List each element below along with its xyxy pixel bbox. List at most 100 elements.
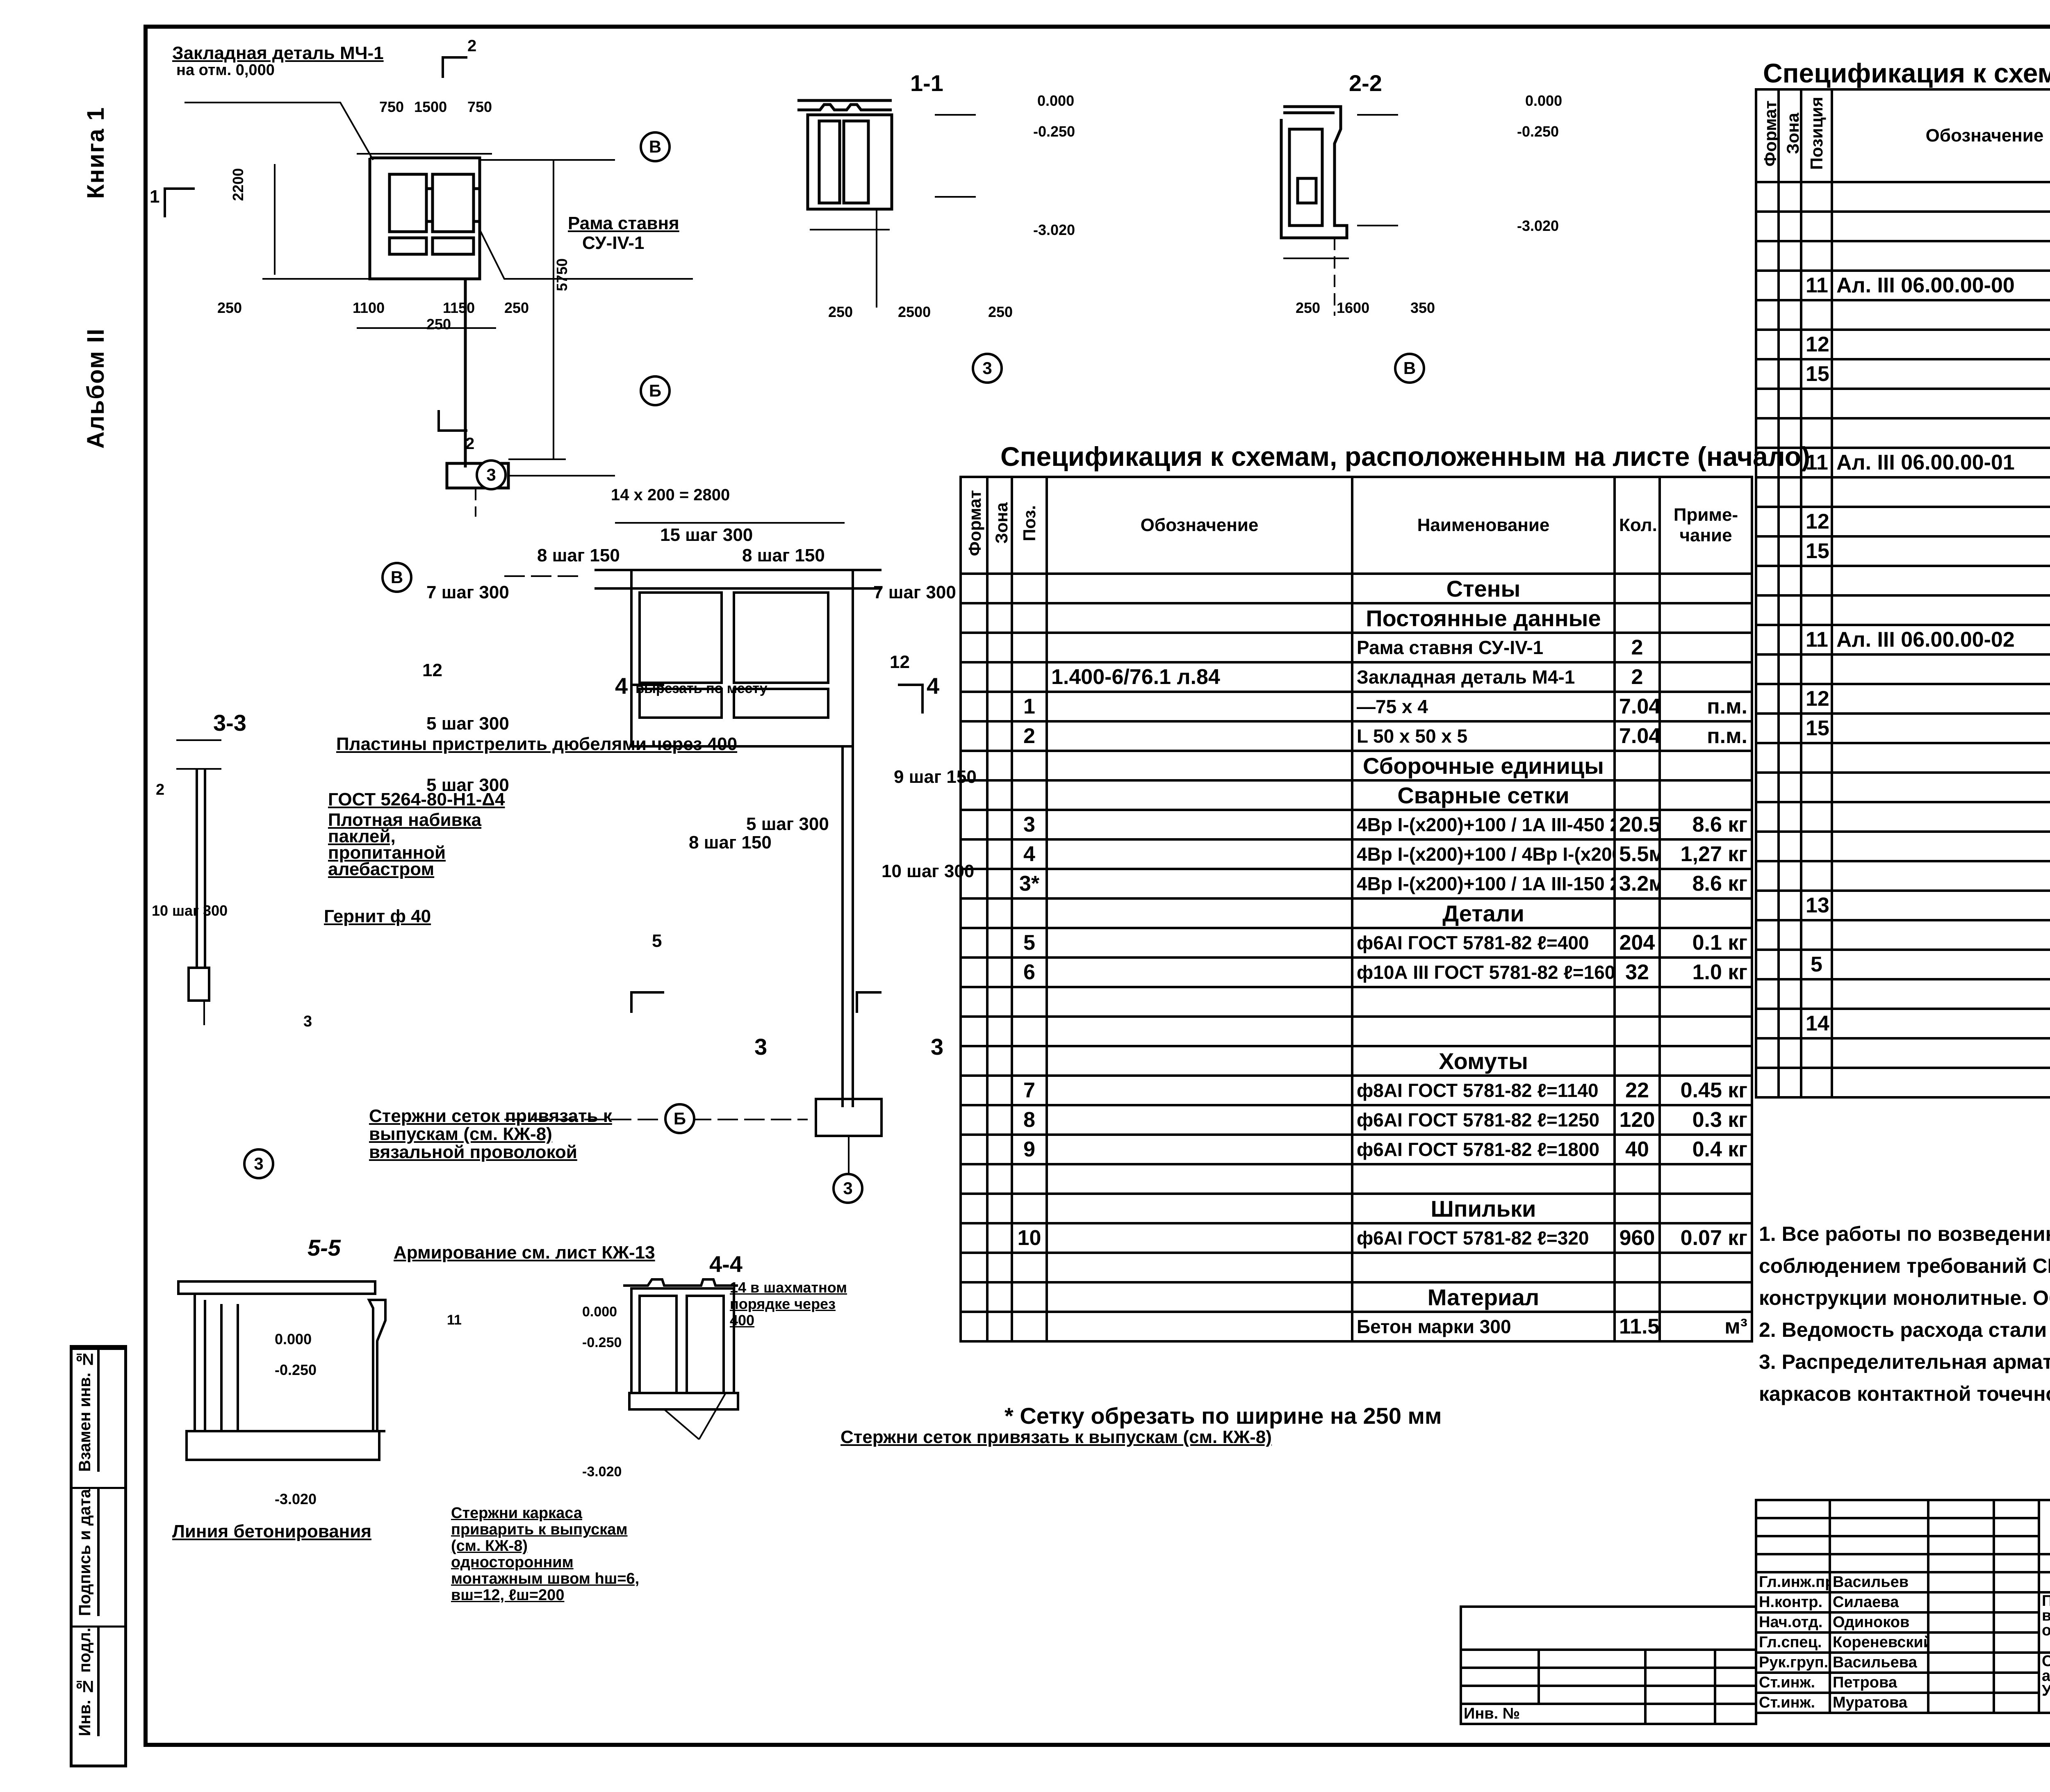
cell-note: п.м.: [1658, 691, 1753, 723]
cell-pos: [1011, 661, 1048, 693]
spec-section-row: Шпильки: [1755, 978, 2050, 1010]
cell-designation: [1046, 632, 1353, 663]
rebar-mark-8-b: 8 шаг 150: [742, 545, 825, 565]
cell-designation: [1831, 919, 2050, 951]
cell-qty: 3.2м: [1613, 868, 1661, 900]
col-pos: Позиция: [1800, 88, 1833, 183]
cell-qty: 960: [1613, 1222, 1661, 1254]
cell-note: [1658, 1192, 1753, 1224]
rebar-axis-b: Б: [664, 1103, 695, 1134]
spec-item-row: 3*4Вр I-(x200)+100 / 1А III-150 2960 ГОС…: [959, 868, 1753, 900]
spec-end-header: Формат Зона Позиция Обозначение Наименов…: [1755, 88, 2050, 183]
cell-designation: [1046, 1192, 1353, 1224]
spec-section-row: А II: [1755, 210, 2050, 242]
cell-designation: [1831, 742, 2050, 774]
sidebar-album: Альбом II: [82, 328, 137, 449]
cell-pos: [1800, 771, 1833, 803]
cell-name: ф6АI ГОСТ 5781-82 ℓ=1250: [1351, 1104, 1616, 1136]
cell-designation: [1831, 210, 2050, 242]
section-3-3-note-3: Гернит ф 40: [324, 906, 431, 926]
plan-dim-top-0: 750: [379, 98, 404, 115]
stamp-replace-label: Взамен инв. №: [75, 1350, 94, 1472]
plan-dim-2200: 2200: [230, 168, 246, 201]
spec-blank-row: [959, 1163, 1753, 1195]
plan-frame-code: СУ-IV-1: [582, 233, 645, 253]
cell-pos: 12: [1800, 328, 1833, 360]
cell-pos: 6: [1011, 956, 1048, 988]
section-4-4-drawing: [623, 1278, 739, 1440]
col-format: Формат: [1755, 88, 1780, 183]
spec-section-row: Покрытие: [1755, 771, 2050, 803]
section-5-5-note-top: Армирование см. лист КЖ-13: [394, 1243, 655, 1263]
spec-section-row: Шпильки: [959, 1192, 1753, 1224]
section-2-2-level-0: 0.000: [1525, 92, 1563, 109]
spec-section-row: Детали: [959, 897, 1753, 929]
cell-name: L 50 x 50 x 5: [1351, 720, 1616, 752]
rebar-mark-15: 15 шаг 300: [660, 525, 753, 545]
cell-note: [1658, 986, 1753, 1018]
role-row: Нач.отд.Одиноков РП 19: [1755, 1611, 2050, 1634]
spec-blank-row: [959, 1015, 1753, 1047]
stamp-replace-cell: Взамен инв. №: [73, 1347, 124, 1487]
cell-qty: [1613, 750, 1661, 782]
rebar-mark-8-a: 8 шаг 150: [537, 545, 620, 565]
section-1-1-dim-2500: 2500: [898, 303, 931, 320]
book-label: Книга 1: [82, 107, 109, 199]
cell-qty: [1613, 897, 1661, 929]
cell-pos: 7: [1011, 1074, 1048, 1106]
spec-item-row: 134Вр1-200 / 4Вр1-200 1660 ГОСТ 8478-815…: [1755, 889, 2050, 921]
cell-qty: [1613, 1192, 1661, 1224]
cell-designation: [1831, 860, 2050, 892]
cell-designation: [1831, 830, 2050, 862]
cell-name: ф8АI ГОСТ 5781-82 ℓ=1140: [1351, 1074, 1616, 1106]
spec-blank-row: [959, 986, 1753, 1018]
cell-designation: [1046, 602, 1353, 634]
cell-pos: [1800, 388, 1833, 420]
cell-pos: [1800, 919, 1833, 951]
cut-mark-2-top: 2: [467, 37, 477, 55]
cell-designation: [1046, 1311, 1353, 1343]
spec-section-row: Хомуты: [959, 1045, 1753, 1077]
cell-qty: [1613, 1252, 1661, 1284]
cell-name: Закладная деталь М4-1: [1351, 661, 1616, 693]
cell-pos: 9: [1011, 1133, 1048, 1165]
cell-designation: [1046, 691, 1353, 723]
drawing-frame: [144, 25, 2050, 1747]
cell-pos: [1800, 299, 1833, 331]
rebar-mark-8c: 8 шаг 150: [689, 832, 772, 853]
cell-designation: [1046, 1045, 1353, 1077]
cell-note: 0.1 кг: [1658, 927, 1753, 959]
cell-note: п.м.: [1658, 720, 1753, 752]
section-3-3-note-1: ГОСТ 5264-80-Н1-Δ4: [328, 789, 505, 809]
section-5-5-drawing: [177, 1280, 387, 1461]
note-1: 1. Все работы по возведению монолитного …: [1759, 1222, 2050, 1309]
cell-designation: [1046, 750, 1353, 782]
cell-note: м³: [1658, 1311, 1753, 1343]
cell-designation: [1831, 978, 2050, 1010]
rebar-dim-top: 14 x 200 = 2800: [611, 486, 730, 504]
cell-pos: [1800, 240, 1833, 272]
stamp-sign-cell: Подпись и дата: [73, 1486, 124, 1626]
cell-designation: [1831, 1008, 2050, 1040]
cell-designation: [1831, 653, 2050, 685]
cell-pos: [1011, 986, 1048, 1018]
cell-note: 1,27 кг: [1658, 838, 1753, 870]
section-3-3-mark-2: 2: [156, 781, 165, 798]
cell-pos: [1800, 860, 1833, 892]
cell-pos: [1011, 632, 1048, 663]
cell-designation: [1046, 897, 1353, 929]
cell-pos: [1011, 1311, 1048, 1343]
cell-designation: 1.400-6/76.1 л.84: [1046, 661, 1353, 693]
cell-pos: [1011, 1045, 1048, 1077]
cell-designation: [1046, 868, 1353, 900]
spec-section-row: Детали: [1755, 919, 2050, 951]
cell-pos: 3*: [1011, 868, 1048, 900]
col-designation: Обозначение: [1046, 476, 1353, 575]
cell-note: [1658, 602, 1753, 634]
section-2-2-dim-1600: 1600: [1337, 299, 1370, 316]
cell-pos: [1011, 1015, 1048, 1047]
